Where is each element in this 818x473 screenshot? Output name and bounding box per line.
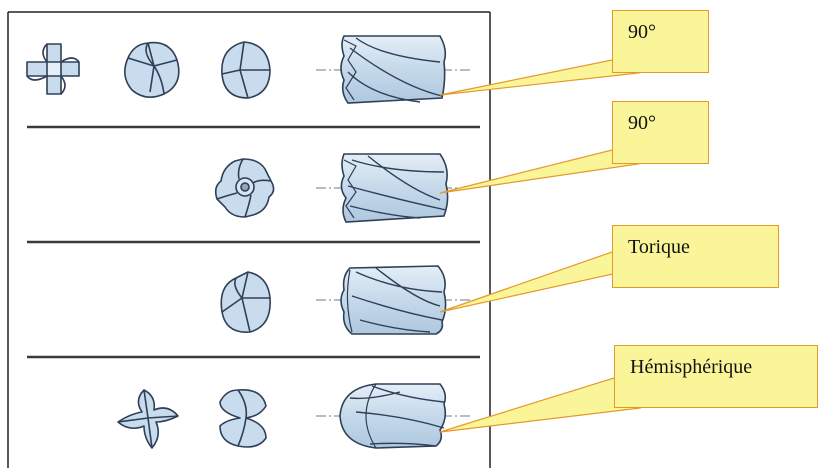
callout-4-label: Hémisphérique	[630, 356, 753, 378]
end-view-3-flute	[124, 41, 180, 98]
row-2-end-views	[214, 158, 275, 218]
callout-3: Torique	[612, 225, 779, 288]
row-1-end-views	[26, 41, 271, 99]
side-view-body	[340, 265, 447, 335]
callout-2: 90°	[612, 101, 709, 164]
end-view-4-flute	[26, 43, 80, 95]
callout-pointers	[439, 59, 642, 433]
callout-2-label: 90°	[628, 112, 656, 134]
callout-2-pointer	[439, 149, 640, 194]
callout-1: 90°	[612, 10, 709, 73]
callout-4: Hémisphérique	[614, 345, 818, 408]
callout-1-pointer	[439, 59, 641, 96]
row-2-side-view	[316, 153, 470, 223]
row-4-side-view	[316, 383, 470, 449]
row-4-end-views	[117, 389, 267, 449]
end-view-toroidal	[220, 271, 271, 333]
end-view-2-flute	[221, 41, 271, 99]
callout-4-pointer	[439, 377, 642, 433]
callout-3-pointer	[439, 251, 642, 313]
callout-3-label: Torique	[628, 236, 690, 258]
row-3-end-views	[220, 271, 271, 333]
row-3-side-view	[316, 265, 470, 335]
end-view-center-hole	[214, 158, 275, 218]
row-dividers	[27, 125, 480, 359]
row-1-side-view	[316, 35, 470, 104]
end-view-ball-2-flute	[219, 389, 267, 448]
end-view-ball-4-flute	[117, 389, 179, 449]
callout-1-label: 90°	[628, 21, 656, 43]
